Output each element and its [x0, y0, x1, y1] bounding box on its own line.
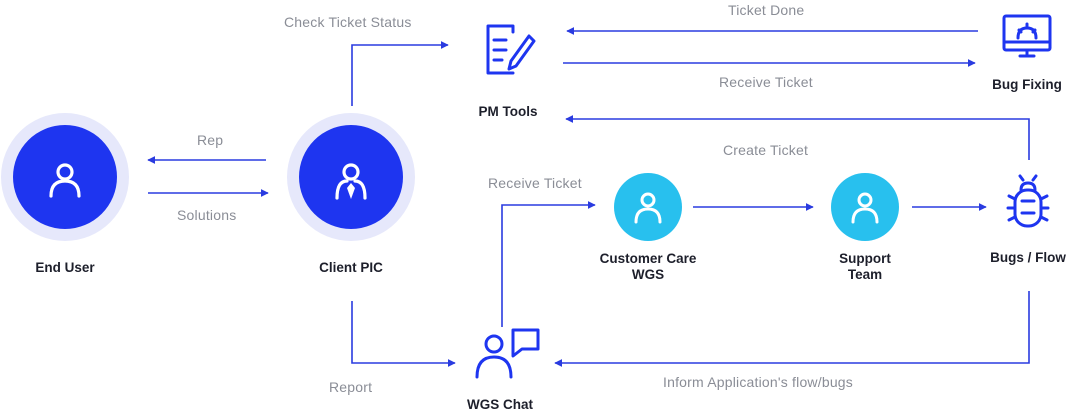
- node-label-customer-care-line1: Customer Care: [599, 251, 697, 266]
- person-icon: [851, 192, 879, 224]
- connector-create-ticket: [565, 115, 1030, 160]
- edge-label-receive-ticket-pm: Receive Ticket: [719, 74, 813, 90]
- node-label-support-team-line2: Team: [847, 267, 883, 282]
- person-chat-icon: [475, 328, 540, 379]
- node-label-pm-tools: PM Tools: [478, 104, 538, 119]
- edge-label-rep: Rep: [197, 132, 224, 148]
- person-icon: [634, 192, 662, 224]
- connector-receive-ticket-cc: [501, 201, 596, 327]
- node-label-client-pic: Client PIC: [319, 260, 383, 275]
- edge-label-ticket-done: Ticket Done: [728, 2, 805, 18]
- connector-inform: [554, 291, 1030, 367]
- node-label-customer-care-line2: WGS: [631, 267, 665, 282]
- node-label-customer-care: Customer Care WGS: [578, 251, 718, 283]
- end-user-node: [1, 113, 129, 241]
- person-icon: [49, 163, 81, 198]
- support-team-node: [831, 173, 899, 241]
- edge-label-report: Report: [329, 379, 373, 395]
- node-label-support-team-line1: Support: [839, 251, 891, 266]
- document-pen-icon: [486, 24, 536, 75]
- connector-report: [351, 301, 456, 367]
- node-label-bugs-flow: Bugs / Flow: [990, 250, 1066, 265]
- connector-check-ticket-status: [351, 41, 449, 106]
- edge-label-receive-ticket-cc: Receive Ticket: [488, 175, 582, 191]
- node-label-bug-fixing: Bug Fixing: [992, 77, 1062, 92]
- node-label-wgs-chat: WGS Chat: [467, 397, 533, 412]
- node-label-support-team: Support Team: [805, 251, 925, 283]
- edge-label-inform: Inform Application's flow/bugs: [663, 374, 853, 390]
- edge-label-check-ticket-status: Check Ticket Status: [284, 14, 412, 30]
- monitor-gear-icon: [1002, 14, 1052, 58]
- bug-icon: [1006, 174, 1050, 228]
- customer-care-node: [614, 173, 682, 241]
- client-pic-node: [287, 113, 415, 241]
- edge-label-create-ticket: Create Ticket: [723, 142, 809, 158]
- node-label-end-user: End User: [35, 260, 95, 275]
- edge-label-solutions: Solutions: [177, 207, 237, 223]
- person-tie-icon: [335, 163, 367, 200]
